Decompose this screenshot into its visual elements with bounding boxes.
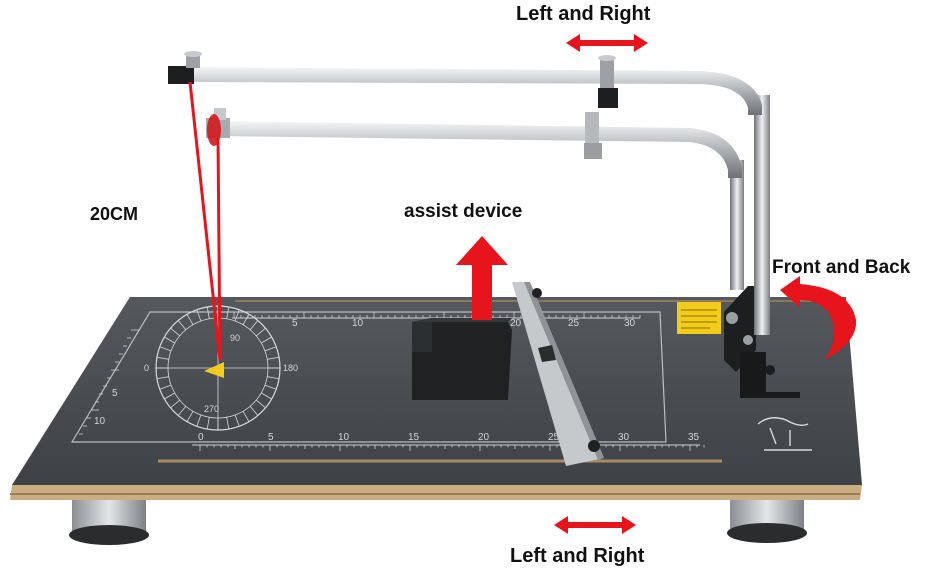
- bottom-tick-label: 15: [408, 432, 420, 443]
- protractor-tick: [242, 411, 250, 422]
- bottom-tick-label: 10: [338, 432, 350, 443]
- protractor-tick: [196, 309, 202, 322]
- protractor-angle: 90: [230, 333, 240, 343]
- protractor-tick: [177, 406, 187, 416]
- protractor-tick: [186, 314, 194, 325]
- protractor-tick: [177, 320, 187, 330]
- protractor-tick: [170, 399, 180, 409]
- bottom-tick-label: 25: [548, 432, 560, 443]
- protractor: 0 90 180 270: [144, 305, 298, 431]
- protractor-tick: [156, 356, 169, 360]
- protractor-tick: [234, 309, 240, 322]
- protractor-tick: [206, 306, 210, 319]
- protractor-tick: [186, 411, 194, 422]
- protractor-tick: [159, 384, 172, 390]
- protractor-angle: 270: [204, 404, 219, 414]
- warning-sticker: [677, 302, 721, 334]
- up-arrow-icon: [456, 236, 508, 320]
- protractor-tick: [226, 306, 230, 319]
- protractor-tick: [164, 336, 175, 344]
- upper-arm: [168, 51, 762, 115]
- protractor-tick: [226, 417, 230, 430]
- protractor-tick: [249, 406, 259, 416]
- protractor-tick: [242, 314, 250, 325]
- rear-post: [754, 95, 770, 335]
- protractor-tick: [196, 414, 202, 427]
- front-post: [730, 160, 744, 290]
- assist-block: [412, 318, 512, 400]
- assist-device-label: assist device: [404, 201, 523, 222]
- protractor-tick: [261, 392, 272, 400]
- lower-arm: [206, 108, 742, 178]
- cutting-wire: [188, 81, 222, 361]
- upright-bracket: [724, 286, 800, 398]
- support-feet: [69, 495, 807, 545]
- protractor-tick: [267, 376, 280, 380]
- protractor-angle: 0: [144, 363, 149, 373]
- left-tick-label: 10: [94, 416, 106, 427]
- bottom-tick-label: 0: [198, 432, 204, 443]
- top-tick-label: 30: [624, 318, 636, 329]
- protractor-tick: [256, 327, 266, 337]
- bottom-tick-label: 30: [618, 432, 630, 443]
- protractor-angle: 180: [283, 363, 298, 373]
- guide-fence: [512, 282, 604, 466]
- top-tick-label: 20: [510, 318, 522, 329]
- bottom-tick-label: 35: [688, 432, 700, 443]
- protractor-tick: [267, 356, 280, 360]
- left-tick-label: 5: [112, 388, 118, 399]
- protractor-tick: [264, 384, 277, 390]
- bottom-arrow-label: Left and Right: [510, 545, 645, 567]
- top-tick-label: 5: [292, 318, 298, 329]
- protractor-tick: [164, 392, 175, 400]
- protractor-tick: [264, 346, 277, 352]
- top-tick-label: 25: [568, 318, 580, 329]
- bottom-tick-label: 20: [478, 432, 490, 443]
- protractor-tick: [256, 399, 266, 409]
- protractor-tick: [156, 376, 169, 380]
- protractor-tick: [234, 414, 240, 427]
- left-right-top-arrow-icon: [566, 34, 648, 52]
- curved-arrow-icon: [780, 276, 857, 360]
- bottom-tick-label: 5: [268, 432, 274, 443]
- protractor-tick: [206, 417, 210, 430]
- left-right-bottom-arrow-icon: [554, 516, 636, 534]
- top-tick-label: 10: [352, 318, 364, 329]
- protractor-tick: [170, 327, 180, 337]
- brand-logo-icon: [757, 417, 812, 451]
- front-back-label: Front and Back: [772, 257, 911, 278]
- protractor-tick: [261, 336, 272, 344]
- protractor-tick: [159, 346, 172, 352]
- height-label: 20CM: [90, 204, 139, 224]
- top-arrow-label: Left and Right: [516, 3, 651, 25]
- protractor-tick: [249, 320, 259, 330]
